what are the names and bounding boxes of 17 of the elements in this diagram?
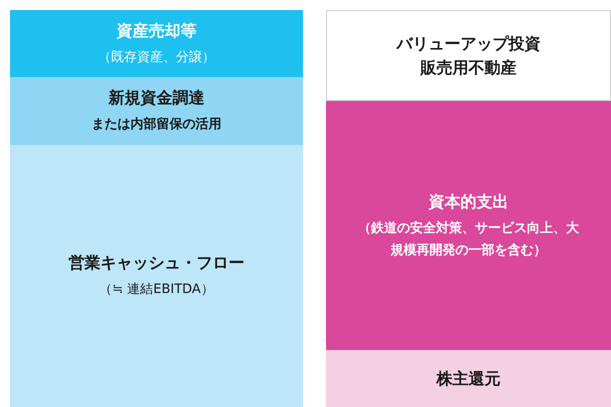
block-heading: 営業キャッシュ・フロー [68, 252, 244, 274]
block-heading: 資本的支出 [428, 190, 508, 212]
block-heading: 株主還元 [436, 368, 500, 390]
block-panel [326, 350, 611, 407]
block-panel [10, 77, 303, 145]
block-heading: 新規資金調達 [108, 87, 204, 109]
block-subtext: （鉄道の安全対策、サービス向上、大規模再開発の一部を含む） [357, 220, 580, 260]
block-panel [326, 10, 611, 101]
block-panel [10, 145, 303, 407]
block-subtext: （≒ 連結EBITDA） [99, 281, 214, 299]
block-subtext: （既存資産、分譲） [98, 48, 215, 66]
block-subtext: 販売用不動産 [420, 56, 516, 78]
block-subtext: または内部留保の活用 [92, 116, 222, 134]
block-heading: 資産売却等 [116, 20, 196, 42]
block-panel [326, 101, 611, 350]
block-panel [10, 10, 303, 77]
block-heading: バリューアップ投資 [396, 32, 540, 54]
